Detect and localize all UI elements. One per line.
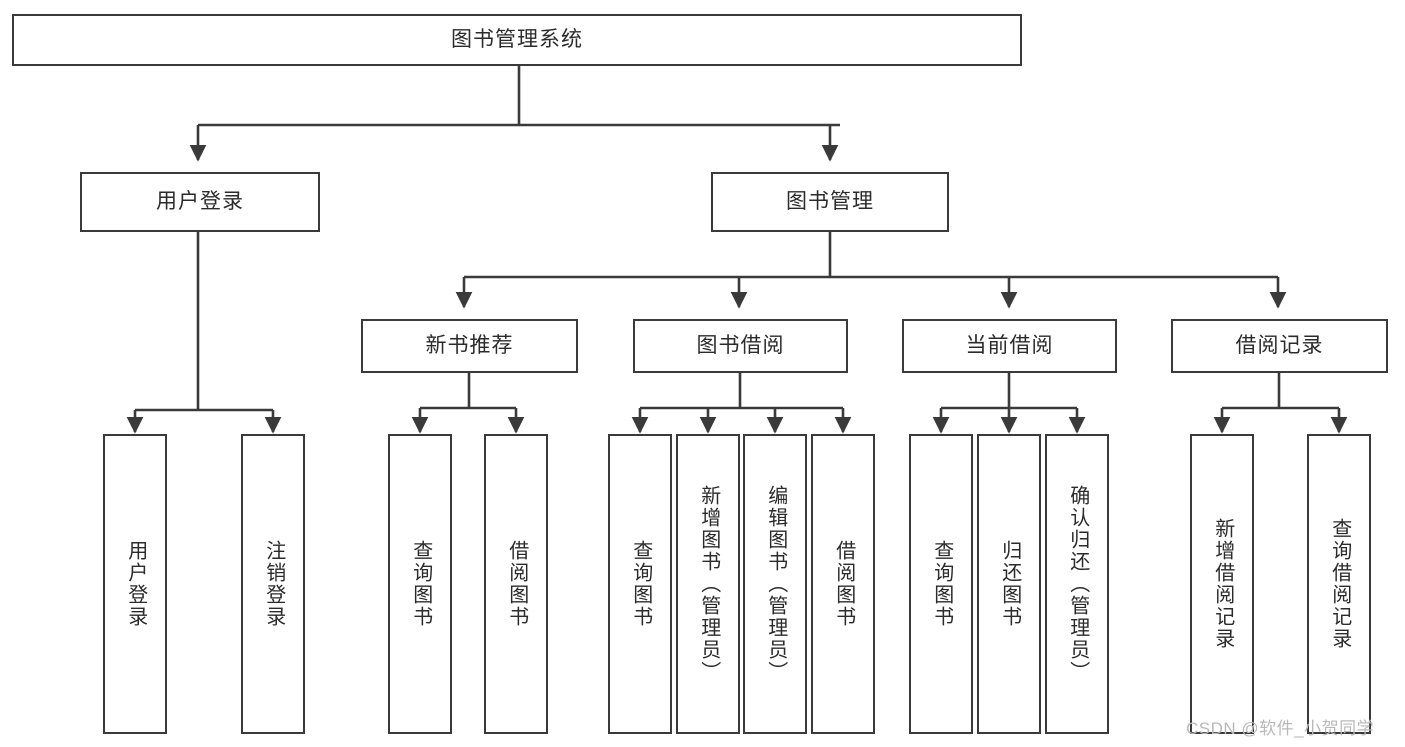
node-label: 当前借阅 [965,334,1054,358]
node-borrow-record[interactable]: 借阅记录 [1171,319,1388,373]
leaf-add-book-admin[interactable]: 新增图书（管理员） [676,434,740,734]
node-label: 归还图书 [998,540,1021,628]
node-current-borrow[interactable]: 当前借阅 [902,319,1117,373]
leaf-return-book[interactable]: 归还图书 [977,434,1041,734]
node-label: 查询图书 [930,540,953,628]
node-label: 编辑图书（管理员） [764,485,787,683]
node-label: 新书推荐 [425,334,514,358]
node-label: 新增图书（管理员） [697,485,720,683]
node-new-book-recommend[interactable]: 新书推荐 [361,319,578,373]
leaf-edit-book-admin[interactable]: 编辑图书（管理员） [743,434,807,734]
node-root-book-management-system[interactable]: 图书管理系统 [12,14,1022,66]
node-label: 借阅图书 [505,540,528,628]
node-label: 查询图书 [409,540,432,628]
leaf-confirm-return-admin[interactable]: 确认归还（管理员） [1045,434,1109,734]
leaf-query-borrow-record[interactable]: 查询借阅记录 [1307,434,1371,734]
leaf-borrow-book-borrow[interactable]: 借阅图书 [811,434,875,734]
leaf-add-borrow-record[interactable]: 新增借阅记录 [1190,434,1254,734]
node-label: 用户登录 [124,540,147,628]
node-label: 用户登录 [156,190,244,214]
leaf-query-book-borrow[interactable]: 查询图书 [608,434,672,734]
node-label: 图书管理系统 [451,28,583,52]
leaf-borrow-book-recommend[interactable]: 借阅图书 [484,434,548,734]
node-label: 查询借阅记录 [1328,518,1351,650]
node-label: 确认归还（管理员） [1066,485,1089,683]
node-book-borrow[interactable]: 图书借阅 [633,319,848,373]
leaf-query-book-recommend[interactable]: 查询图书 [388,434,452,734]
node-label: 图书借阅 [696,334,785,358]
node-label: 查询图书 [629,540,652,628]
csdn-watermark: CSDN @软件_小贺同学 [1186,719,1375,738]
node-label: 图书管理 [786,190,874,214]
node-user-login[interactable]: 用户登录 [80,172,320,232]
node-label: 新增借阅记录 [1211,518,1234,650]
leaf-logout-login[interactable]: 注销登录 [241,434,305,734]
node-book-management[interactable]: 图书管理 [711,172,949,232]
node-label: 借阅记录 [1235,334,1324,358]
leaf-query-book-current[interactable]: 查询图书 [909,434,973,734]
node-label: 注销登录 [262,540,285,628]
node-label: 借阅图书 [832,540,855,628]
leaf-user-login[interactable]: 用户登录 [103,434,167,734]
